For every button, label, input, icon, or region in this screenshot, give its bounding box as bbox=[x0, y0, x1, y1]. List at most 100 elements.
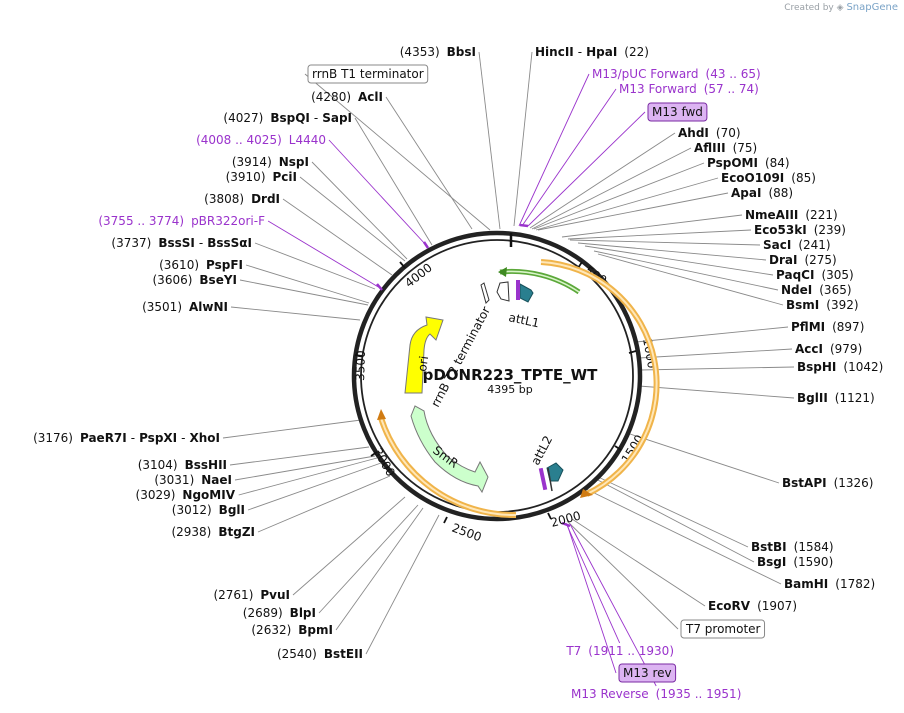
leader-line-aflIII bbox=[531, 147, 692, 230]
label-segment: (1907) bbox=[757, 599, 797, 613]
label-segment: BstBI bbox=[751, 540, 787, 554]
leader-line-pcii bbox=[299, 176, 406, 262]
label-segment: (305) bbox=[821, 268, 853, 282]
site-label-m13puc: M13/pUC Forward(43 .. 65) bbox=[592, 67, 761, 81]
site-label-pflmi: PflMI(897) bbox=[791, 320, 864, 334]
label-segment: DraI bbox=[769, 253, 797, 267]
site-label-text: (4008 .. 4025)L4440 bbox=[196, 133, 326, 147]
site-label-bamhi: BamHI(1782) bbox=[784, 577, 875, 591]
label-segment: (3031) bbox=[154, 473, 194, 487]
ori-arrow bbox=[404, 316, 444, 394]
leader-line-ecorv bbox=[571, 518, 706, 607]
site-label-blpi: (2689)BlpI bbox=[243, 606, 316, 620]
leader-line-nmeaiii bbox=[561, 214, 743, 238]
site-label-text: (3610)PspFI bbox=[159, 258, 243, 272]
label-segment: (239) bbox=[814, 223, 846, 237]
smr-arrow bbox=[410, 405, 489, 494]
leader-line-ngomiv bbox=[238, 457, 378, 496]
leader-line-ahdi bbox=[529, 132, 676, 229]
leader-line-pvui bbox=[292, 496, 406, 596]
site-label-pcii: (3910)PciI bbox=[226, 170, 297, 184]
attl1-terminator-arrow bbox=[496, 281, 510, 302]
site-label-text: (3914)NspI bbox=[232, 155, 309, 169]
site-label-text: AhdI(70) bbox=[678, 126, 741, 140]
label-segment: (3012) bbox=[172, 503, 212, 517]
site-label-text: (2540)BstEII bbox=[277, 647, 363, 661]
attl1-label: attL1 bbox=[507, 310, 540, 330]
site-label-text: (3606)BseYI bbox=[153, 273, 238, 287]
site-label-m13fwd: M13 Forward(57 .. 74) bbox=[619, 82, 759, 96]
label-segment: SapI bbox=[322, 111, 352, 125]
leader-line-bamhi bbox=[583, 487, 782, 585]
label-segment: AclI bbox=[358, 90, 383, 104]
label-segment: (4353) bbox=[400, 45, 440, 59]
site-label-bsshii: (3104)BssHII bbox=[138, 458, 227, 472]
label-segment: M13 Reverse bbox=[571, 687, 649, 701]
tick-label-2500: 2500 bbox=[450, 521, 483, 545]
label-segment: (3104) bbox=[138, 458, 178, 472]
leader-line-m13fwd bbox=[521, 88, 617, 227]
site-label-naei: (3031)NaeI bbox=[154, 473, 232, 487]
site-label-nspi: (3914)NspI bbox=[232, 155, 309, 169]
site-label-bstbi: BstBI(1584) bbox=[751, 540, 834, 554]
tick-3500 bbox=[354, 354, 363, 357]
label-segment: XhoI bbox=[189, 431, 220, 445]
primer-site-pbr322ori bbox=[376, 283, 383, 291]
leader-line-m13puc bbox=[518, 73, 590, 227]
label-segment: M13 rev bbox=[623, 666, 672, 680]
site-label-text: (3501)AlwNI bbox=[142, 300, 228, 314]
snapgene-credit: Created by ◈ SnapGene bbox=[784, 2, 898, 13]
tick-3000 bbox=[370, 451, 378, 457]
site-label-text: (3029)NgoMIV bbox=[136, 488, 236, 502]
site-label-bsphi: BspHI(1042) bbox=[797, 360, 883, 374]
site-label-drai: DraI(275) bbox=[769, 253, 837, 267]
label-box bbox=[618, 663, 677, 683]
site-label-text: rrnB T1 terminator bbox=[312, 67, 424, 81]
site-label-text: AflIII(75) bbox=[694, 141, 757, 155]
site-label-drdi: (3808)DrdI bbox=[204, 192, 280, 206]
label-segment: (22) bbox=[624, 45, 649, 59]
leader-line-nspi bbox=[311, 161, 408, 260]
label-segment: NspI bbox=[279, 155, 309, 169]
label-segment: BglI bbox=[219, 503, 245, 517]
label-segment: BssSI bbox=[158, 236, 195, 250]
site-label-alwni: (3501)AlwNI bbox=[142, 300, 228, 314]
label-segment: (3808) bbox=[204, 192, 244, 206]
tick-label-3500: 3500 bbox=[353, 350, 368, 381]
site-label-apai: ApaI(88) bbox=[731, 186, 793, 200]
tick-4000 bbox=[399, 261, 406, 269]
green-feature-arc-center bbox=[499, 270, 580, 293]
site-label-text: BamHI(1782) bbox=[784, 577, 875, 591]
label-segment: NmeAIII bbox=[745, 208, 798, 222]
leader-line-bsgi bbox=[593, 477, 755, 563]
label-segment: (1121) bbox=[835, 391, 875, 405]
site-label-text: PflMI(897) bbox=[791, 320, 864, 334]
site-label-bbsi: (4353) BbsI bbox=[400, 45, 476, 59]
label-box bbox=[647, 102, 708, 122]
site-label-text: AccI(979) bbox=[795, 342, 862, 356]
label-segment: (4027) bbox=[223, 111, 263, 125]
label-segment: (2761) bbox=[213, 588, 253, 602]
site-label-nmeaiii: NmeAIII (221) bbox=[745, 208, 838, 222]
site-label-pspomi: PspOMI(84) bbox=[707, 156, 790, 170]
site-label-hincii: HincII-HpaI(22) bbox=[535, 45, 649, 59]
label-segment: pBR322ori-F bbox=[191, 214, 265, 228]
label-segment: BbsI bbox=[447, 45, 476, 59]
primer-site-t7 bbox=[561, 521, 571, 528]
label-segment: BamHI bbox=[784, 577, 828, 591]
label-segment: (221) bbox=[805, 208, 837, 222]
label-segment: PaeR7I bbox=[80, 431, 127, 445]
leader-line-acci bbox=[638, 348, 793, 359]
label-segment: NdeI bbox=[781, 283, 812, 297]
label-segment: PvuI bbox=[260, 588, 290, 602]
label-segment: BtgZI bbox=[218, 525, 255, 539]
label-segment: AlwNI bbox=[189, 300, 228, 314]
site-label-ndei: NdeI(365) bbox=[781, 283, 852, 297]
label-box bbox=[307, 64, 429, 84]
snapgene-logo-icon: ◈ bbox=[836, 3, 844, 13]
leader-line-saci bbox=[569, 239, 761, 246]
site-label-text: (3910)PciI bbox=[226, 170, 297, 184]
label-segment: SacI bbox=[763, 238, 791, 252]
label-segment: NgoMIV bbox=[182, 488, 235, 502]
site-label-text: (2761) PvuI bbox=[213, 588, 290, 602]
